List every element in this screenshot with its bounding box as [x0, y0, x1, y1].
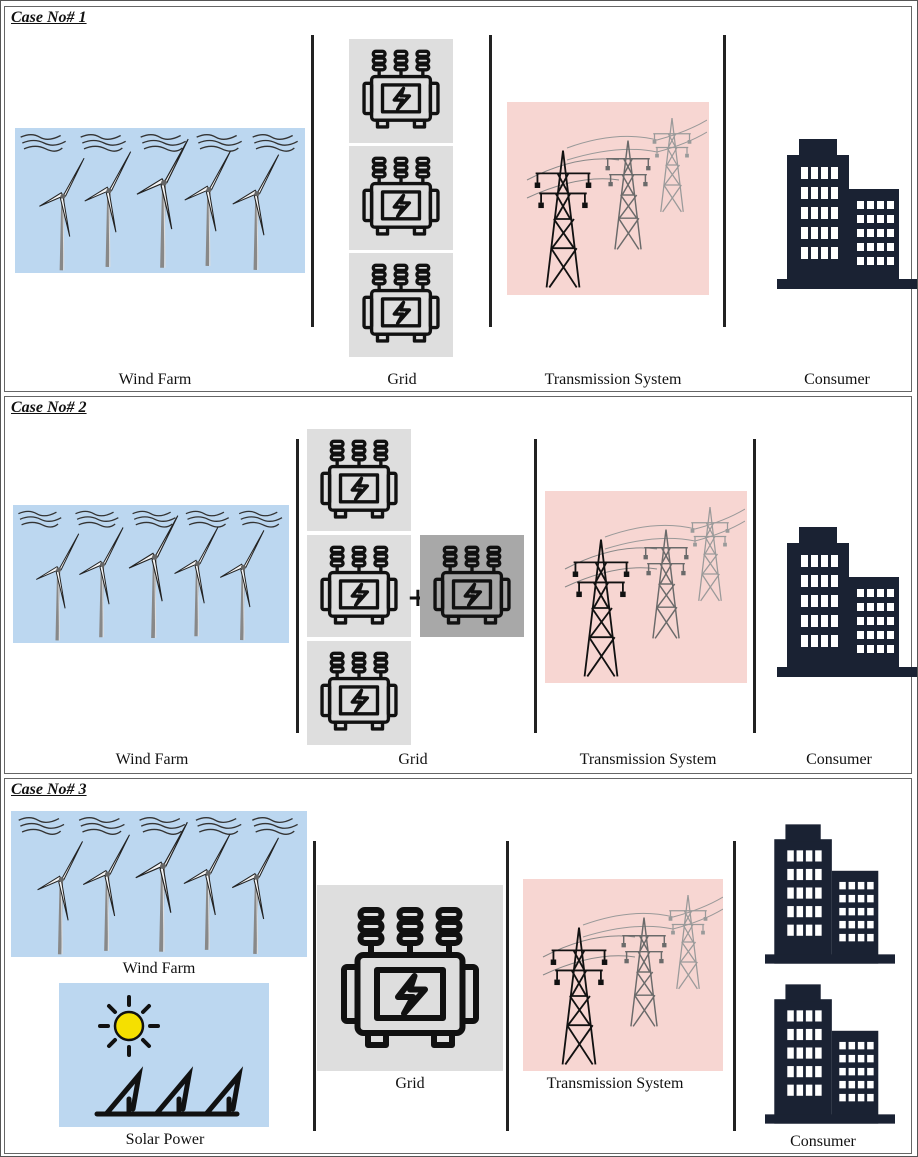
wind-farm-label: Wind Farm: [115, 751, 189, 768]
transformer-tile: [307, 641, 411, 745]
transmission-tower-icon: [523, 879, 723, 1071]
solar-power-label: Solar Power: [125, 1131, 205, 1148]
wind-farm-label: Wind Farm: [118, 371, 192, 388]
transformer-icon: [433, 545, 511, 625]
divider: [753, 439, 756, 733]
divider: [313, 841, 316, 1131]
divider: [723, 35, 726, 327]
divider: [733, 841, 736, 1131]
building-icon: [765, 824, 895, 964]
transformer-tile: [317, 885, 503, 1071]
grid-label: Grid: [395, 1075, 425, 1092]
grid-label: Grid: [398, 751, 428, 768]
sun-icon: [98, 995, 160, 1057]
consumer-label: Consumer: [790, 1133, 856, 1150]
wind-turbine-icon: [11, 811, 307, 957]
wind-turbine-icon: [15, 128, 305, 273]
transmission-tower-icon: [507, 102, 709, 295]
divider: [506, 841, 509, 1131]
building-icon: [765, 984, 895, 1124]
transmission-tower-icon: [545, 491, 747, 683]
transformer-icon: [362, 156, 440, 236]
wind-farm-image: [11, 811, 307, 957]
wind-farm-image: [13, 505, 289, 643]
building-icon: [777, 527, 917, 677]
case-1-panel: Case No# 1 Wind Farm Grid Transmission S…: [4, 6, 912, 392]
grid-label: Grid: [387, 371, 417, 388]
transmission-image: [523, 879, 723, 1071]
transformer-icon: [320, 439, 398, 519]
case-3-title: Case No# 3: [11, 781, 87, 798]
case-3-panel: Case No# 3 Wind Farm So: [4, 778, 912, 1154]
case-1-title: Case No# 1: [11, 9, 87, 26]
transformer-icon: [320, 545, 398, 625]
transformer-icon: [320, 651, 398, 731]
consumer-label: Consumer: [804, 371, 870, 388]
wind-farm-image: [15, 128, 305, 273]
divider: [311, 35, 314, 327]
divider: [534, 439, 537, 733]
case-2-title: Case No# 2: [11, 399, 87, 416]
transformer-icon: [317, 885, 503, 1071]
transformer-icon: [362, 263, 440, 343]
wind-turbine-icon: [13, 505, 289, 643]
transformer-tile: [349, 146, 453, 250]
transmission-image: [507, 102, 709, 295]
transformer-tile: [349, 39, 453, 143]
transformer-tile: [307, 429, 411, 531]
added-transformer-tile: [420, 535, 524, 637]
transmission-label: Transmission System: [544, 371, 682, 388]
solar-power-image: [59, 983, 269, 1127]
transmission-image: [545, 491, 747, 683]
divider: [489, 35, 492, 327]
wind-farm-label: Wind Farm: [122, 960, 196, 977]
building-icon: [777, 139, 917, 289]
transformer-tile: [349, 253, 453, 357]
consumer-label: Consumer: [806, 751, 872, 768]
transmission-label: Transmission System: [546, 1075, 684, 1092]
case-2-panel: Case No# 2 + Wind Farm Grid Transmission…: [4, 396, 912, 774]
divider: [296, 439, 299, 733]
transformer-icon: [362, 49, 440, 129]
transmission-label: Transmission System: [579, 751, 717, 768]
solar-panel-icon: [94, 1066, 244, 1117]
transformer-tile: [307, 535, 411, 637]
